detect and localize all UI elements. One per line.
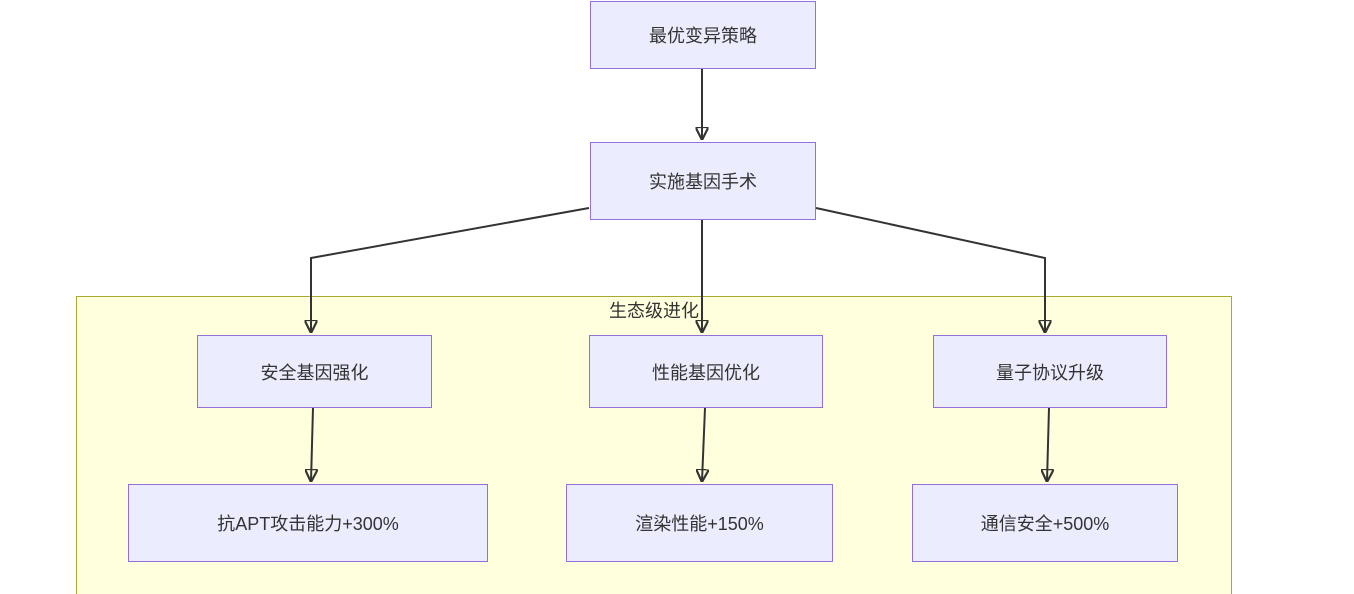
node-quantum-protocol-upgrade: 量子协议升级 [933, 335, 1167, 408]
node-apt-attack-resistance: 抗APT攻击能力+300% [128, 484, 488, 562]
node-security-gene-enhancement: 安全基因强化 [197, 335, 432, 408]
node-gene-surgery: 实施基因手术 [590, 142, 816, 220]
node-render-performance: 渲染性能+150% [566, 484, 833, 562]
node-performance-gene-optimization: 性能基因优化 [589, 335, 823, 408]
cluster-label-ecosystem-evolution: 生态级进化 [609, 301, 699, 321]
node-communication-security: 通信安全+500% [912, 484, 1178, 562]
node-optimal-mutation-strategy: 最优变异策略 [590, 1, 816, 69]
